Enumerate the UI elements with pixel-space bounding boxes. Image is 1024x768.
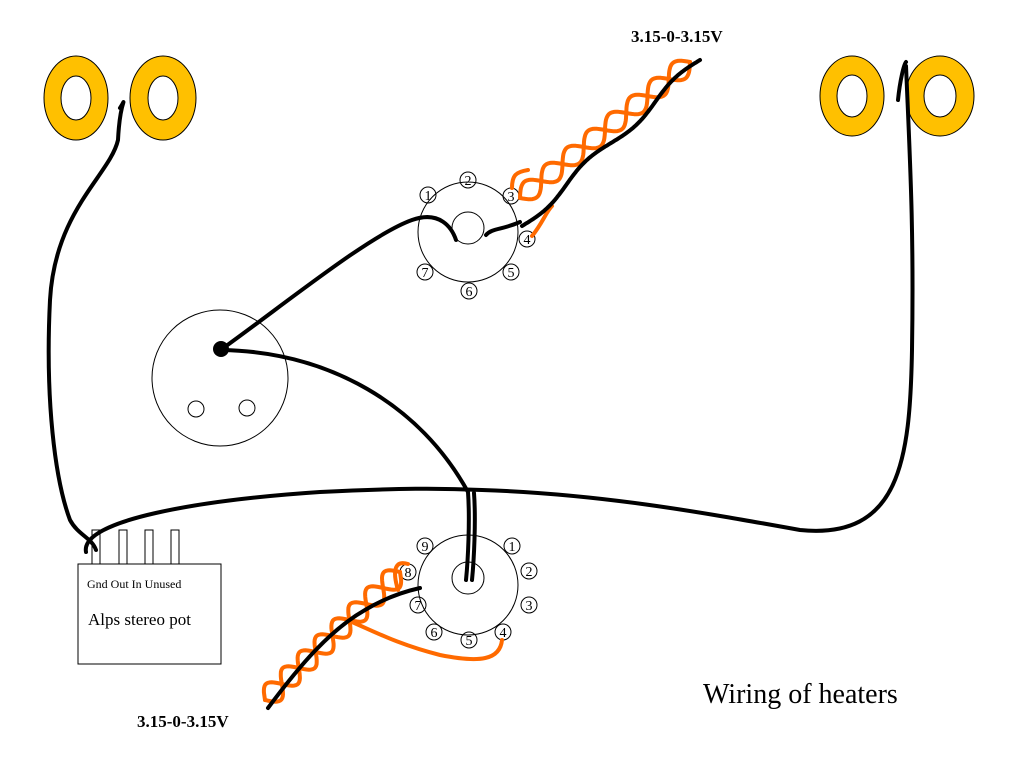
bottom-voltage-label: 3.15-0-3.15V bbox=[137, 712, 229, 731]
black-wire-top-socket-to-pin-3 bbox=[484, 220, 522, 237]
svg-text:6: 6 bbox=[466, 285, 473, 300]
bottom-socket-pin-1: 1 bbox=[503, 537, 521, 555]
top-socket-pin-3: 3 bbox=[502, 187, 520, 205]
black-wire-bottom-twist bbox=[266, 586, 422, 710]
right-lug-2 bbox=[905, 55, 975, 137]
bottom-socket-pin-5: 5 bbox=[460, 631, 478, 649]
svg-text:8: 8 bbox=[405, 566, 412, 581]
pot-terminal-2 bbox=[118, 529, 128, 565]
svg-text:6: 6 bbox=[431, 626, 438, 641]
black-wire-pot-to-right-lug bbox=[83, 64, 915, 554]
svg-text:1: 1 bbox=[425, 189, 432, 204]
top-tube-socket: 1 2 3 4 5 6 7 bbox=[416, 171, 536, 300]
svg-text:2: 2 bbox=[526, 565, 533, 580]
bottom-tube-socket: 9 1 2 3 4 5 6 7 8 bbox=[399, 534, 538, 649]
pot-name: Alps stereo pot bbox=[88, 610, 191, 629]
orange-wire-to-bottom-pin-8 bbox=[393, 561, 410, 592]
svg-text:5: 5 bbox=[508, 266, 515, 281]
bottom-socket-pin-2: 2 bbox=[520, 562, 538, 580]
black-wire-ground-to-bottom-socket bbox=[220, 348, 471, 582]
svg-text:5: 5 bbox=[466, 634, 473, 649]
ground-plate-hole-right bbox=[238, 399, 256, 417]
top-socket-outline bbox=[417, 181, 519, 283]
svg-text:7: 7 bbox=[415, 599, 422, 614]
orange-wire-to-top-pin-4 bbox=[530, 204, 554, 238]
left-lug-pair bbox=[43, 55, 197, 141]
black-wire-right-lug-hook bbox=[896, 60, 908, 102]
bottom-socket-pin-9: 9 bbox=[416, 537, 434, 555]
black-wire-left-lug-to-pot bbox=[46, 100, 126, 552]
ground-plate bbox=[151, 309, 289, 447]
top-socket-pin-2: 2 bbox=[459, 171, 477, 189]
bottom-socket-pin-3: 3 bbox=[520, 596, 538, 614]
top-socket-pin-7: 7 bbox=[416, 263, 434, 281]
svg-text:4: 4 bbox=[524, 233, 531, 248]
diagram-title: Wiring of heaters bbox=[703, 679, 898, 710]
top-socket-pin-6: 6 bbox=[460, 282, 478, 300]
bottom-socket-pin-7: 7 bbox=[409, 596, 427, 614]
top-socket-pin-1: 1 bbox=[419, 186, 437, 204]
right-lug-1 bbox=[819, 55, 885, 137]
bottom-socket-pin-6: 6 bbox=[425, 623, 443, 641]
left-lug-2 bbox=[129, 55, 197, 141]
orange-wire-to-bottom-pin-4 bbox=[350, 620, 504, 662]
svg-text:1: 1 bbox=[509, 540, 516, 555]
svg-text:4: 4 bbox=[500, 626, 507, 641]
pot-terminal-4 bbox=[170, 529, 180, 565]
left-lug-1 bbox=[43, 55, 109, 141]
svg-text:7: 7 bbox=[422, 266, 429, 281]
top-voltage-label: 3.15-0-3.15V bbox=[631, 27, 723, 46]
black-wire-bottom-socket-strand bbox=[470, 491, 477, 582]
svg-text:2: 2 bbox=[465, 174, 472, 189]
pot-body bbox=[77, 563, 222, 665]
ground-plate-outline bbox=[151, 309, 289, 447]
svg-text:9: 9 bbox=[422, 540, 429, 555]
svg-text:3: 3 bbox=[526, 599, 533, 614]
ground-plate-hole-left bbox=[187, 400, 205, 418]
pot-terminal-3 bbox=[144, 529, 154, 565]
svg-text:3: 3 bbox=[508, 190, 515, 205]
orange-twisted-wire-top-b bbox=[518, 60, 692, 200]
top-socket-pin-4: 4 bbox=[518, 230, 536, 248]
orange-wire-to-top-pin-3 bbox=[510, 168, 530, 190]
top-socket-pin-5: 5 bbox=[502, 263, 520, 281]
alps-stereo-pot: Gnd Out In Unused Alps stereo pot bbox=[77, 529, 222, 665]
right-lug-pair bbox=[819, 55, 975, 137]
pot-terminal-labels: Gnd Out In Unused bbox=[87, 577, 181, 591]
black-twisted-wire-top bbox=[520, 58, 702, 228]
black-wire-ground-to-top-socket bbox=[220, 215, 458, 351]
